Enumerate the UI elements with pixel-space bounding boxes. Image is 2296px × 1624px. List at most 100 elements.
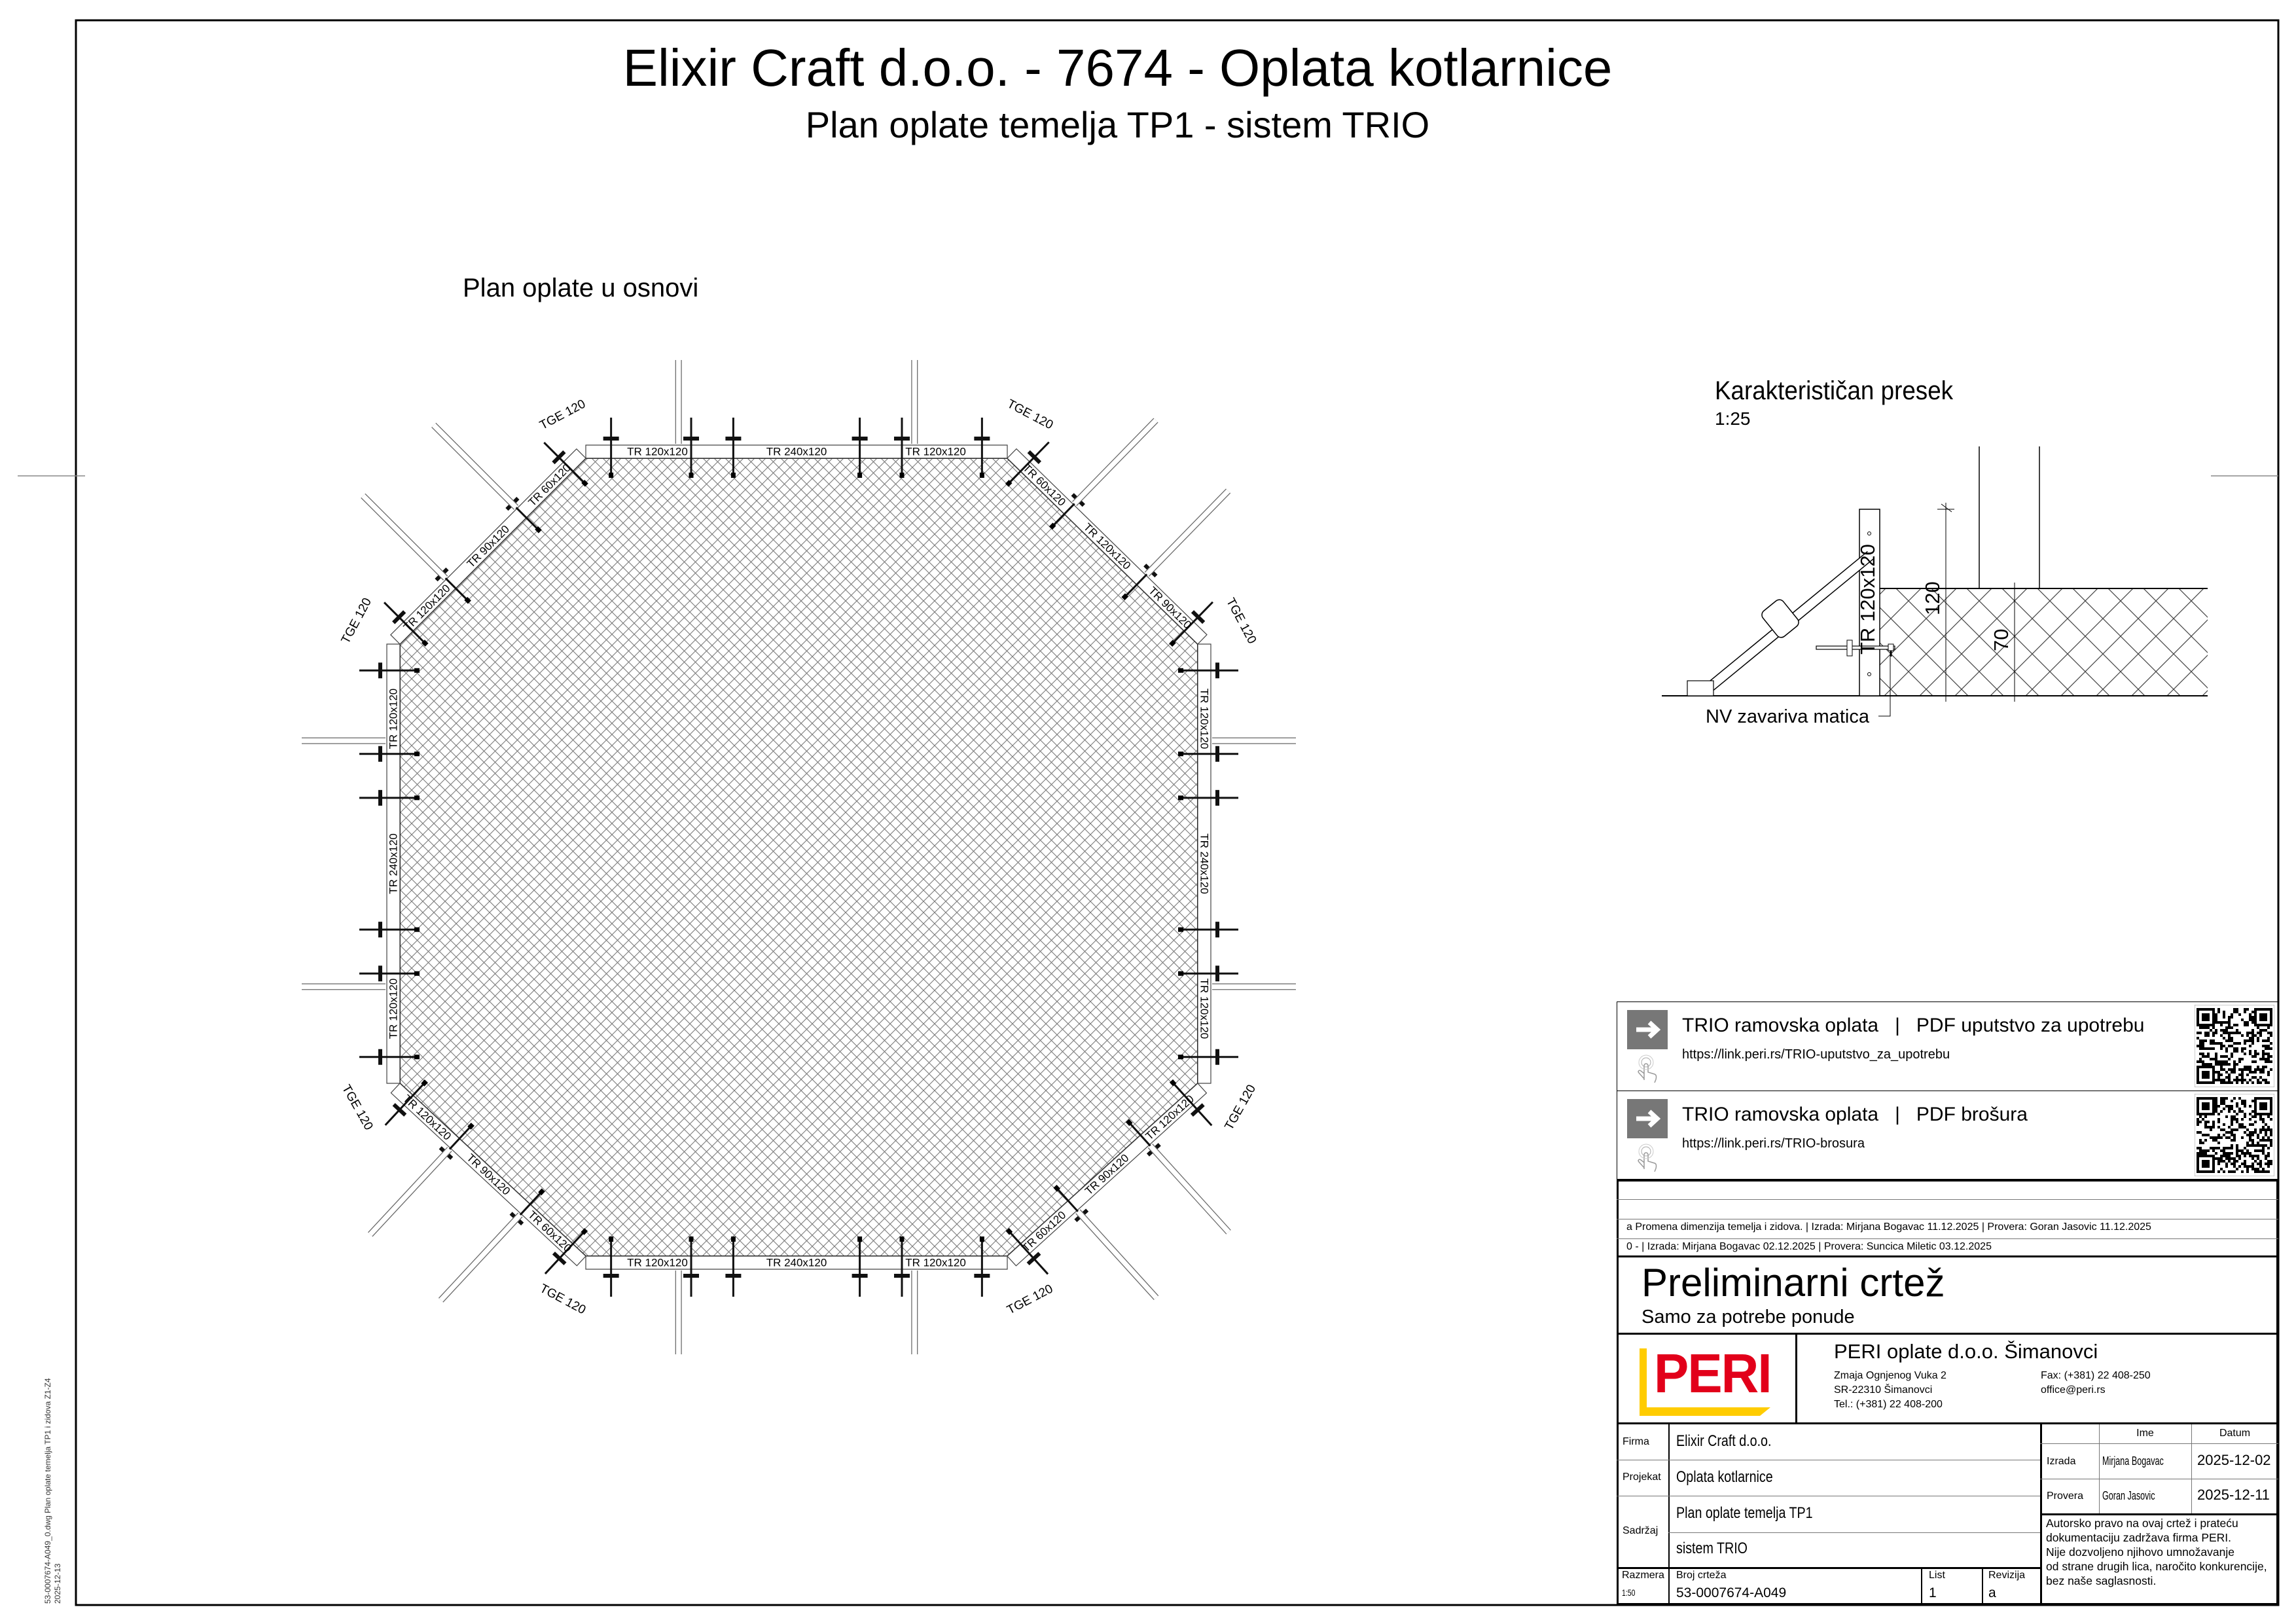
tie-nut	[1027, 450, 1042, 464]
panel-label: TR 240x120	[1198, 833, 1211, 894]
panel-label: TR 120x120	[905, 1257, 966, 1269]
section-title: Karakterističan presek	[1715, 376, 1954, 405]
revision-a: a Promena dimenzija temelja i zidova. | …	[1626, 1221, 2151, 1233]
corner-label: TGE 120	[1005, 1282, 1055, 1317]
push-pull-prop-fill	[1076, 1210, 1158, 1300]
tie-nut	[392, 1103, 407, 1117]
panel-label: TR 240x120	[766, 1257, 827, 1269]
tie-rod	[1007, 1229, 1049, 1275]
tie-rod	[1007, 441, 1050, 485]
panel-label: TR 240x120	[766, 446, 827, 458]
tie-rod	[1170, 601, 1214, 645]
push-pull-prop-fill	[1072, 418, 1158, 506]
push-pull-prop-fill	[1148, 1144, 1230, 1234]
company-address2: SR-22310 Šimanovci	[1834, 1384, 1933, 1396]
revizija-label: Revizija	[1988, 1570, 2026, 1581]
company-fax: Fax: (+381) 22 408-250	[2041, 1370, 2151, 1381]
status-block	[1617, 1257, 2278, 1335]
push-pull-prop-fill	[432, 423, 518, 509]
tie-nut	[552, 1252, 567, 1265]
sheet-frame	[75, 19, 2280, 1606]
push-pull-brace	[1687, 550, 1874, 696]
push-pull-prop-fill	[439, 1213, 522, 1302]
provera-date: 2025-12-11	[2197, 1487, 2270, 1503]
status-subtitle: Samo za potrebe ponude	[1641, 1307, 1855, 1327]
tie-anchor	[538, 1188, 545, 1196]
panel-label: TR 120x120	[387, 689, 400, 749]
revizija-value: a	[1988, 1585, 1996, 1600]
tie-anchor	[1169, 640, 1176, 647]
formwork-panel	[1007, 448, 1208, 645]
panel-label: TR 120x120	[387, 979, 400, 1039]
tie-anchor	[1125, 1119, 1133, 1127]
company-phone: Tel.: (+381) 22 408-200	[1834, 1399, 1943, 1410]
tie-nut	[392, 610, 406, 624]
panel-section	[1859, 509, 1880, 696]
link-url[interactable]: https://link.peri.rs/TRIO-brosura	[1682, 1136, 1865, 1151]
link-title: TRIO ramovska oplata | PDF uputstvo za u…	[1682, 1015, 2145, 1036]
link-row[interactable]: TRIO ramovska oplata | PDF uputstvo za u…	[1617, 1001, 2278, 1091]
tie-anchor	[535, 526, 542, 533]
dimension-70-label: 70	[1990, 629, 2013, 651]
dimension-120	[1937, 503, 1954, 702]
datum-header: Datum	[2219, 1428, 2251, 1439]
list-value: 1	[1929, 1585, 1937, 1600]
revision-block	[1617, 1180, 2278, 1257]
qr-code-icon[interactable]	[2195, 1094, 2274, 1176]
tie-nut	[552, 450, 566, 465]
corner-label: TGE 120	[1222, 1083, 1259, 1133]
foundation-hatch	[399, 458, 1198, 1257]
push-pull-prop-fill	[1145, 489, 1230, 576]
ime-header: Ime	[2136, 1428, 2154, 1439]
logo-text: PERI	[1654, 1343, 1772, 1404]
tie-anchor	[1053, 1184, 1060, 1192]
list-label: List	[1929, 1570, 1945, 1581]
tie-anchor	[581, 479, 588, 487]
status-title: Preliminarni crtež	[1641, 1261, 1945, 1305]
corner-label: TGE 120	[537, 1282, 588, 1317]
panel-label: TR 120x120	[627, 446, 688, 458]
corner-label: TGE 120	[1223, 596, 1259, 646]
tie-rod	[544, 1229, 586, 1274]
page-title: Elixir Craft d.o.o. - 7674 - Oplata kotl…	[622, 39, 1613, 97]
nut-leader	[1878, 655, 1891, 717]
company-email[interactable]: office@peri.rs	[2041, 1384, 2106, 1396]
tie-anchor	[464, 596, 471, 604]
formwork-panel	[390, 1083, 586, 1267]
company-block	[1617, 1335, 2278, 1424]
arrow-right-icon	[1627, 1099, 1668, 1138]
link-row[interactable]: TRIO ramovska oplata | PDF brošura https…	[1617, 1091, 2278, 1180]
tie-rod	[383, 602, 427, 645]
tie-nut	[1026, 1252, 1041, 1266]
copyright-line: Autorsko pravo na ovaj crtež i prateću	[2046, 1517, 2238, 1530]
tie-anchor	[1121, 593, 1129, 601]
tie-nut	[1191, 610, 1206, 624]
file-name: 53-0007674-A049_0.dwg Plan oplate temelj…	[43, 1378, 52, 1604]
razmera-label: Razmera	[1622, 1570, 1664, 1581]
tie-anchor	[581, 1228, 588, 1235]
page-subtitle: Plan oplate temelja TP1 - sistem TRIO	[805, 104, 1430, 145]
tie-anchor	[467, 1123, 475, 1130]
tie-rod	[543, 441, 586, 485]
file-date: 2025-12-13	[53, 1563, 62, 1604]
sadrzaj-value-2: sistem TRIO	[1676, 1540, 1748, 1557]
razmera-value: 1:50	[1622, 1587, 1636, 1598]
projekat-value: Oplata kotlarnice	[1676, 1468, 1773, 1486]
peri-logo: PERI	[1640, 1343, 1774, 1416]
panel-label: TR 120x120	[627, 1257, 688, 1269]
izrada-name: Mirjana Bogavac	[2102, 1454, 2164, 1468]
corner-label: TGE 120	[537, 397, 588, 433]
tie-nut	[1190, 1103, 1205, 1117]
sadrzaj-value-1: Plan oplate temelja TP1	[1676, 1504, 1813, 1522]
plan-title: Plan oplate u osnovi	[463, 274, 699, 302]
copyright-line: Nije dozvoljeno njihovo umnožavanje	[2046, 1545, 2234, 1559]
push-pull-prop-fill	[368, 1147, 452, 1236]
company-name: PERI oplate d.o.o. Šimanovci	[1834, 1340, 2098, 1363]
sadrzaj-label: Sadržaj	[1623, 1525, 1659, 1536]
link-url[interactable]: https://link.peri.rs/TRIO-uputstvo_za_up…	[1682, 1047, 1950, 1062]
qr-code-icon[interactable]	[2195, 1005, 2274, 1087]
tie-anchor	[1049, 522, 1056, 530]
broj-value: 53-0007674-A049	[1676, 1585, 1787, 1600]
